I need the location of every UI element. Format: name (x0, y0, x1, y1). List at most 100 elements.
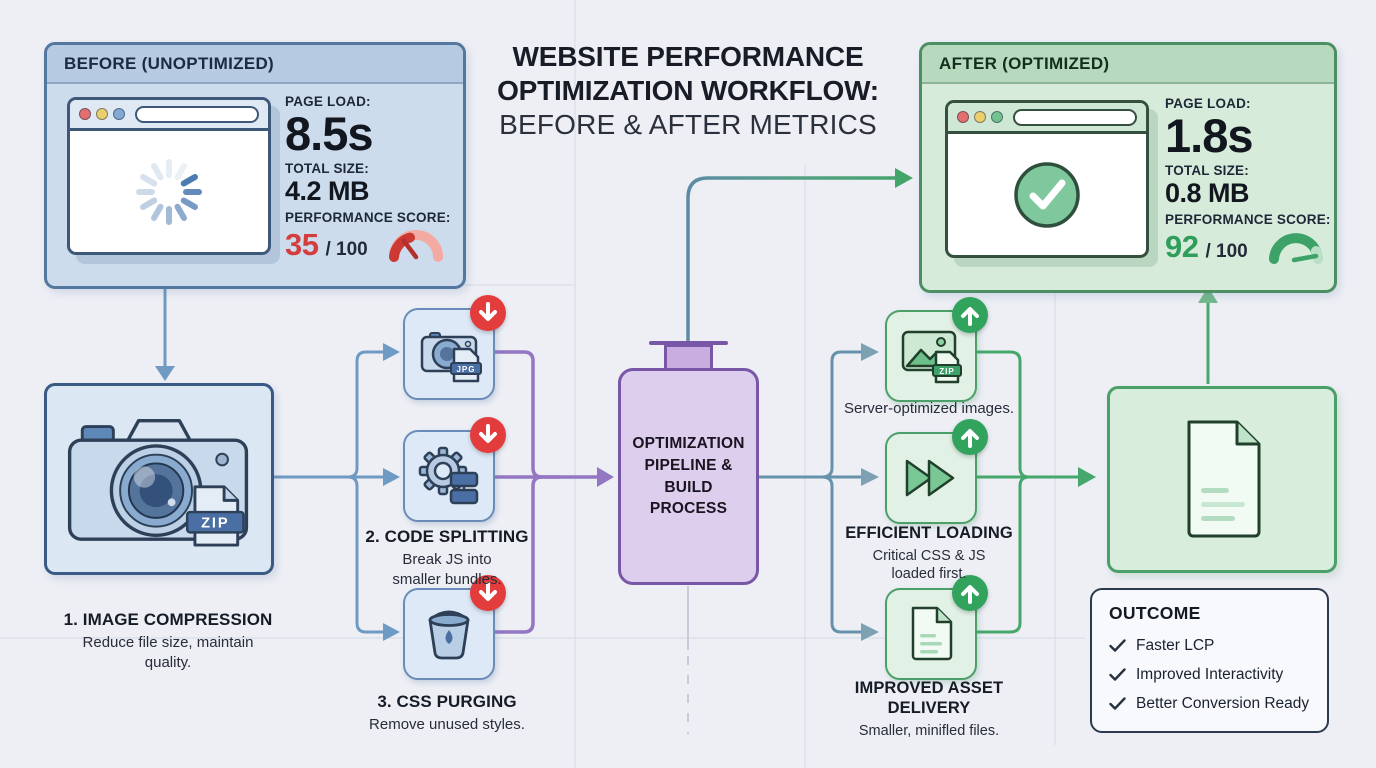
after-browser-mockup (945, 100, 1149, 258)
camera-icon: ZIP (67, 419, 249, 547)
increase-badge-icon (952, 419, 988, 455)
gauge-low-icon (388, 230, 443, 263)
zip-file-icon: ZIP (185, 485, 245, 547)
arrowhead-right-icon (383, 343, 400, 641)
score-label: PERFORMANCE SCORE: (1165, 212, 1331, 228)
step-box-code-splitting (403, 417, 506, 522)
outcome-item: Improved Interactivity (1109, 660, 1310, 689)
step-desc: Reduce file size, maintain quality. (82, 634, 254, 671)
score-denominator: / 100 (1205, 241, 1248, 263)
outcome-item-label: Faster LCP (1136, 636, 1215, 654)
before-panel: BEFORE (UNOPTIMIZED) (44, 42, 466, 289)
zip-badge-label: ZIP (201, 516, 229, 532)
window-dot-red (79, 108, 91, 120)
arrows-camera-to-steps (268, 350, 383, 634)
fast-forward-icon (905, 459, 955, 497)
arrowhead-down-icon (155, 366, 175, 381)
gear-icon (418, 446, 479, 505)
arrows-pipeline-to-outputs (759, 350, 861, 634)
total-size-value: 4.2 MB (285, 176, 370, 206)
title-line-3: BEFORE & AFTER METRICS (499, 109, 877, 141)
check-icon (1109, 639, 1126, 652)
output-box-asset-delivery (885, 575, 988, 680)
zip-badge-label: ZIP (939, 367, 954, 376)
browser-toolbar (70, 100, 268, 131)
step-desc: Critical CSS & JS loaded first. (872, 547, 986, 583)
step-desc: Remove unused styles. (369, 716, 525, 734)
loading-spinner-icon (136, 158, 202, 225)
success-check-icon (1014, 161, 1080, 228)
step-box-css-purging (403, 575, 506, 680)
url-bar (1013, 108, 1137, 126)
score-label: PERFORMANCE SCORE: (285, 210, 451, 226)
browser-content (70, 131, 268, 252)
step-title: 1. IMAGE COMPRESSION (63, 610, 273, 629)
image-file-icon: JPG (420, 332, 482, 383)
before-browser-mockup (67, 97, 271, 255)
before-panel-header: BEFORE (UNOPTIMIZED) (47, 45, 463, 84)
check-icon (1109, 668, 1126, 681)
page-load-label: PAGE LOAD: (285, 94, 371, 109)
result-document-card (1107, 386, 1337, 573)
title-line-2: OPTIMIZATION WORKFLOW: (497, 75, 879, 107)
arrowhead-up-icon (1198, 287, 1218, 303)
window-dot-blue (113, 108, 125, 120)
after-panel-header: AFTER (OPTIMIZED) (922, 45, 1334, 84)
arrowhead-right-icon (861, 343, 879, 641)
optimized-images-label: Server-optimized images. (814, 399, 1044, 418)
window-dot-yellow (96, 108, 108, 120)
total-size-label: TOTAL SIZE: (285, 161, 369, 176)
total-size-label: TOTAL SIZE: (1165, 163, 1249, 178)
code-splitting-label: 2. CODE SPLITTING Break JS into smaller … (357, 527, 537, 589)
decrease-badge-icon (470, 417, 506, 453)
output-box-optimized-images: ZIP (885, 297, 988, 402)
arrows-outputs-to-doc (974, 350, 1078, 634)
step-title: EFFICIENT LOADING (845, 524, 1013, 542)
outcome-item: Better Conversion Ready (1109, 689, 1310, 718)
page-title: WEBSITE PERFORMANCE OPTIMIZATION WORKFLO… (452, 40, 924, 142)
title-line-1: WEBSITE PERFORMANCE (512, 41, 864, 72)
browser-content (948, 134, 1146, 255)
url-bar (135, 105, 259, 123)
score-value: 92 (1165, 229, 1199, 265)
outcome-box: OUTCOME Faster LCP Improved Interactivit… (1090, 588, 1329, 733)
step-desc: Break JS into smaller bundles. (392, 551, 502, 588)
step-title: IMPROVED ASSET DELIVERY (854, 679, 1004, 717)
total-size-value: 0.8 MB (1165, 178, 1250, 208)
arrow-pipeline-to-after (686, 176, 895, 342)
decrease-badge-icon (470, 575, 506, 611)
window-dot-green (991, 111, 1003, 123)
after-metrics: PAGE LOAD: 1.8s TOTAL SIZE: 0.8 MB PERFO… (1165, 96, 1331, 265)
gauge-high-icon (1268, 233, 1323, 265)
step-box-image-file: JPG (403, 295, 506, 400)
window-dot-red (957, 111, 969, 123)
asset-delivery-label: IMPROVED ASSET DELIVERY Smaller, minifle… (829, 679, 1029, 740)
output-box-efficient-loading (885, 419, 988, 524)
step-title: 3. CSS PURGING (377, 692, 517, 711)
score-row: 35 / 100 (285, 227, 451, 263)
check-icon (1109, 697, 1126, 710)
decrease-badge-icon (470, 295, 506, 331)
page-load-value: 1.8s (1165, 109, 1253, 162)
css-purging-label: 3. CSS PURGING Remove unused styles. (348, 692, 546, 735)
outcome-title: OUTCOME (1109, 603, 1201, 623)
optimized-image-icon: ZIP (901, 330, 962, 384)
score-row: 92 / 100 (1165, 229, 1331, 265)
step-title: 2. CODE SPLITTING (365, 527, 529, 546)
step-desc: Smaller, minifled files. (858, 722, 1000, 739)
arrowhead-right-icon (1078, 467, 1096, 487)
efficient-loading-label: EFFICIENT LOADING Critical CSS & JS load… (829, 524, 1029, 584)
jpg-badge-label: JPG (456, 365, 475, 374)
image-compression-label: 1. IMAGE COMPRESSION Reduce file size, m… (30, 610, 306, 672)
arrows-steps-to-pipeline (492, 350, 597, 634)
arrowhead-right-icon (895, 168, 913, 188)
window-dot-yellow (974, 111, 986, 123)
before-metrics: PAGE LOAD: 8.5s TOTAL SIZE: 4.2 MB PERFO… (285, 94, 451, 263)
document-icon (1187, 420, 1261, 537)
step-desc: Server-optimized images. (843, 400, 1015, 417)
page-load-label: PAGE LOAD: (1165, 96, 1251, 111)
browser-toolbar (948, 103, 1146, 134)
score-value: 35 (285, 227, 319, 263)
